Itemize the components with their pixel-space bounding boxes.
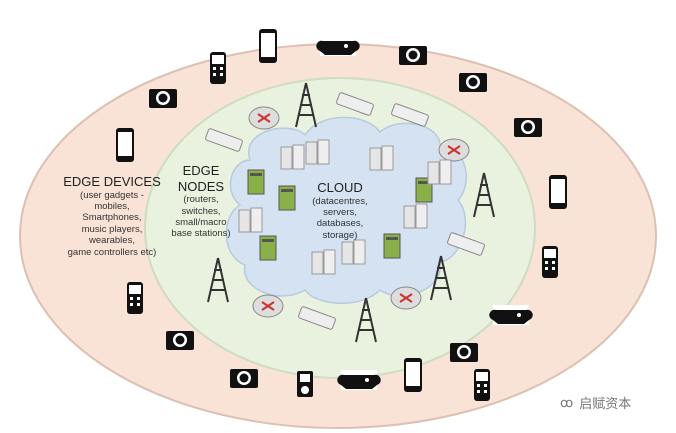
music-player-icon (297, 371, 313, 397)
camera-icon (166, 331, 194, 350)
phone-icon (549, 175, 567, 209)
cloud-title: CLOUD (317, 180, 363, 195)
cloud-desc-1: (datacentres, (312, 195, 368, 207)
server-icon (259, 235, 277, 261)
switch-icon (205, 128, 243, 152)
edge-devices-desc-6: game controllers etc) (67, 246, 157, 258)
tower-icon (473, 172, 495, 218)
rack-icon (280, 144, 305, 170)
cell-phone-icon (210, 52, 226, 84)
cloud-desc-3: databases, (316, 218, 364, 230)
watermark: ꝏ 启赋资本 (560, 393, 631, 412)
camera-icon (230, 369, 258, 388)
gamepad-icon (337, 370, 381, 390)
gamepad-icon (316, 36, 360, 56)
router-icon (438, 138, 470, 162)
cloud-desc-2: servers, (323, 206, 357, 218)
server-icon (278, 185, 296, 211)
edge-devices-label: EDGE DEVICES (user gadgets - mobiles, Sm… (52, 174, 172, 258)
router-icon (248, 106, 280, 130)
rack-icon (238, 207, 263, 233)
edge-nodes-desc-4: base stations) (171, 228, 231, 240)
edge-devices-desc-1: (user gadgets - (80, 189, 144, 201)
cloud-desc-4: storage) (322, 229, 358, 241)
camera-icon (149, 89, 177, 108)
switch-icon (447, 232, 485, 256)
switch-icon (298, 306, 336, 330)
watermark-text: 启赋资本 (579, 396, 632, 411)
wechat-icon: ꝏ (560, 394, 574, 410)
camera-icon (450, 343, 478, 362)
camera-icon (514, 118, 542, 137)
edge-nodes-desc-3: small/macro (175, 216, 227, 228)
phone-icon (404, 358, 422, 392)
cell-phone-icon (474, 369, 490, 401)
router-icon (252, 294, 284, 318)
edge-devices-desc-3: Smartphones, (82, 212, 142, 224)
edge-nodes-title-1: EDGE (182, 163, 220, 178)
rack-icon (311, 249, 336, 275)
camera-icon (399, 46, 427, 65)
router-icon (390, 286, 422, 310)
tower-icon (295, 82, 317, 128)
rack-icon (427, 159, 452, 185)
rack-icon (341, 239, 366, 265)
tower-icon (207, 257, 229, 303)
camera-icon (459, 73, 487, 92)
edge-nodes-label: EDGE NODES (routers, switches, small/mac… (166, 163, 236, 240)
cell-phone-icon (127, 282, 143, 314)
switch-icon (391, 103, 429, 127)
edge-nodes-desc-1: (routers, (183, 194, 219, 206)
switch-icon (336, 92, 374, 116)
edge-nodes-title-2: NODES (177, 178, 225, 194)
phone-icon (259, 29, 277, 63)
tower-icon (430, 255, 452, 301)
tower-icon (355, 297, 377, 343)
gamepad-icon (489, 305, 533, 325)
cloud-label: CLOUD (datacentres, servers, databases, … (300, 180, 380, 241)
phone-icon (116, 128, 134, 162)
cell-phone-icon (542, 246, 558, 278)
edge-nodes-desc-2: switches, (181, 205, 221, 217)
server-icon (247, 169, 265, 195)
rack-icon (305, 139, 330, 165)
rack-icon (403, 203, 428, 229)
rack-icon (369, 145, 394, 171)
server-icon (383, 233, 401, 259)
edge-devices-title: EDGE DEVICES (63, 174, 161, 189)
edge-devices-desc-2: mobiles, (94, 200, 130, 212)
edge-devices-desc-5: wearables, (89, 235, 135, 247)
edge-devices-desc-4: music players, (81, 223, 143, 235)
